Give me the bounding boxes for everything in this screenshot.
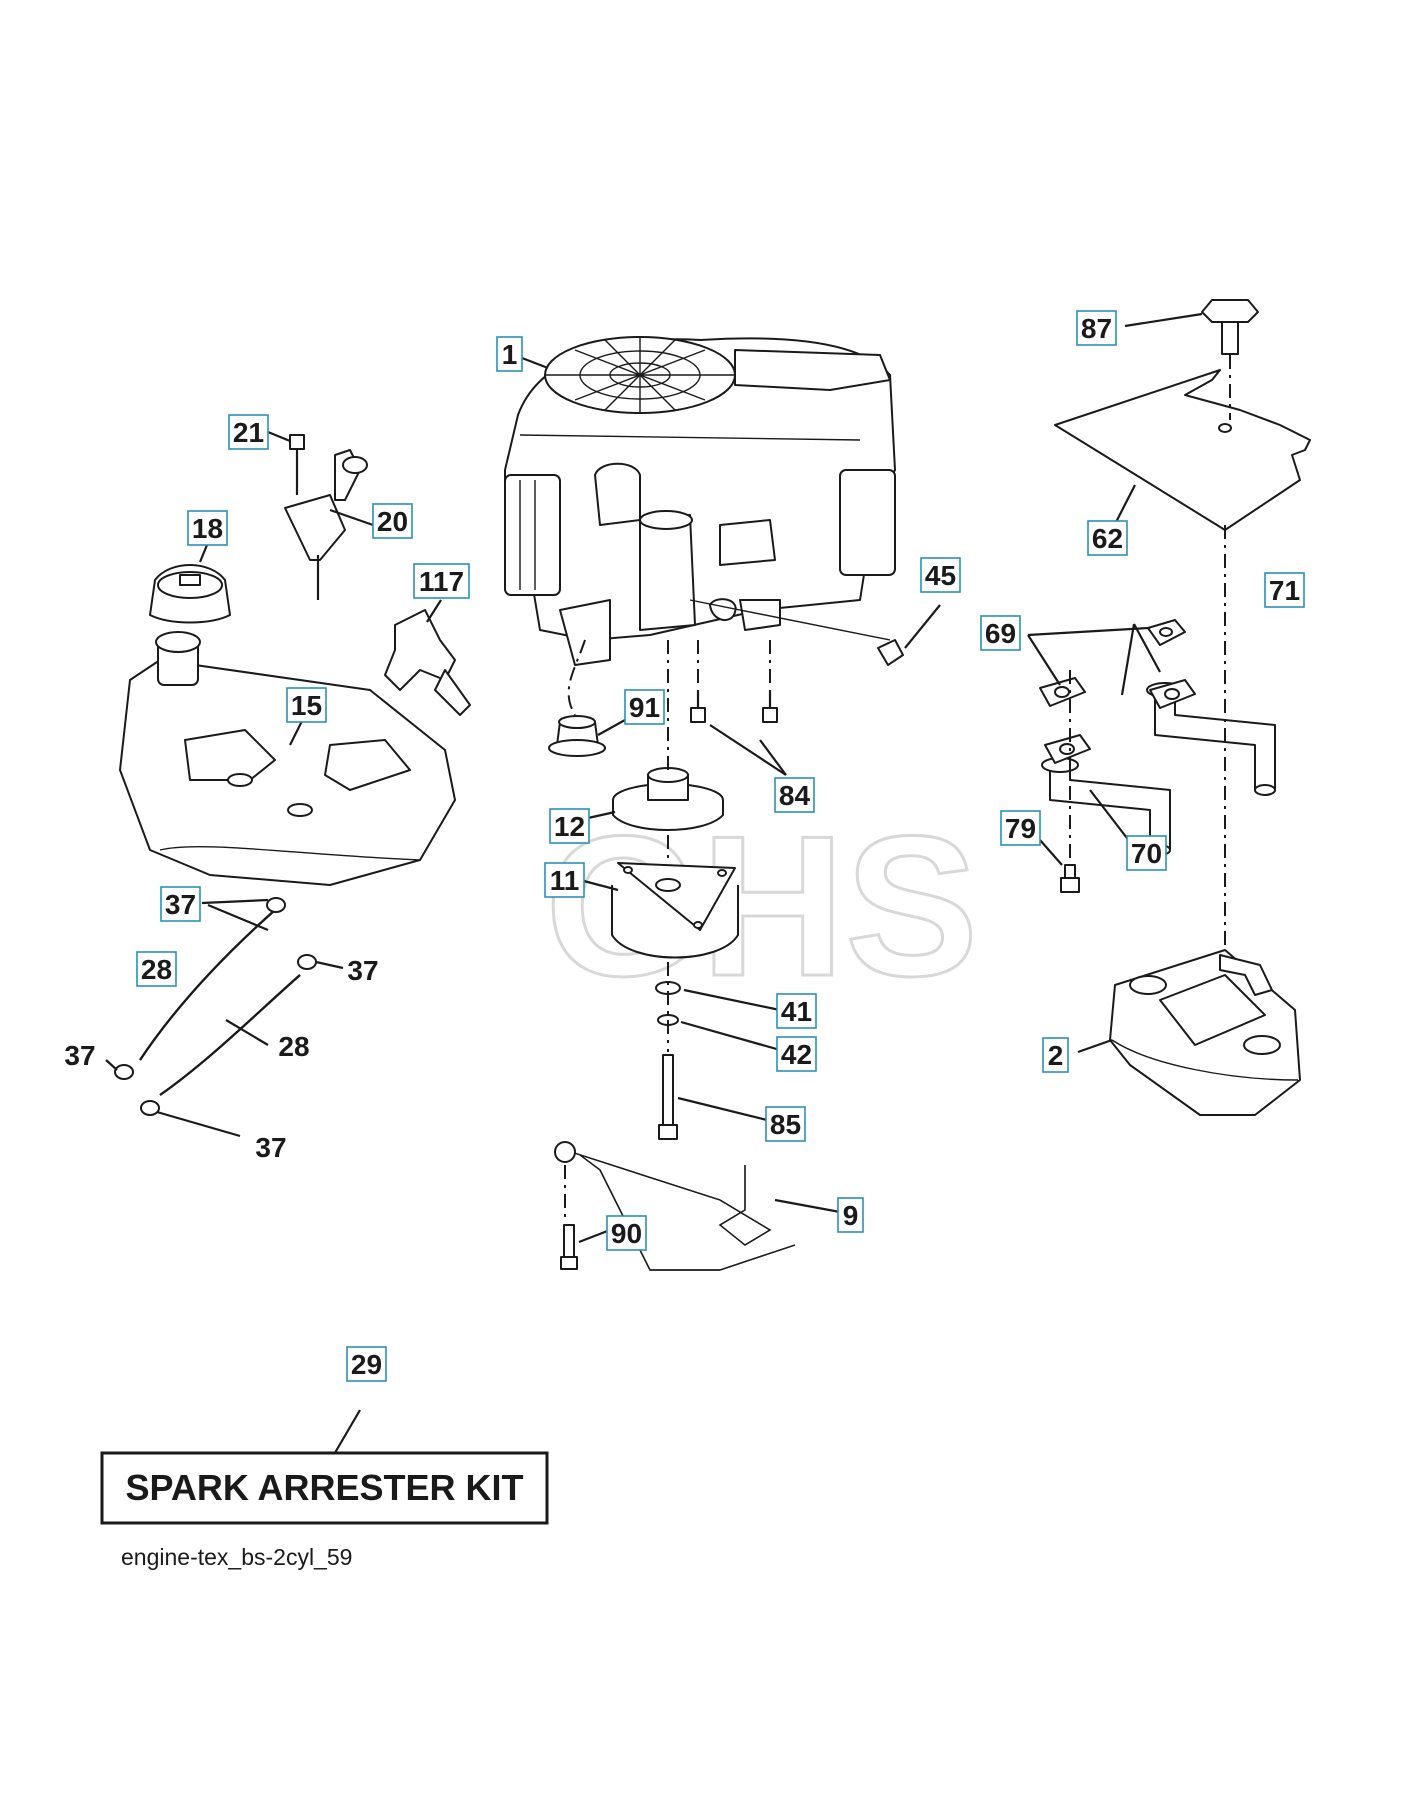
fuel-cap-part: [149, 564, 231, 624]
callout-box-11: [544, 862, 585, 898]
callout-15: 15: [291, 690, 322, 721]
callout-90: 90: [611, 1218, 642, 1249]
callout-84: 84: [779, 780, 811, 811]
callout-box-15: [286, 687, 327, 723]
callout-12: 12: [554, 811, 585, 842]
pto-clutch-part: [611, 862, 739, 959]
callout-37c: 37: [64, 1040, 95, 1071]
callout-box-21: [228, 414, 269, 450]
spark-arrester-kit-panel: SPARK ARRESTER KIT: [100, 1451, 549, 1525]
callout-box-20: [372, 503, 413, 539]
bracket-rod-part: [554, 1141, 796, 1271]
diagram-reference: engine-tex_bs-2cyl_59: [121, 1544, 352, 1570]
callout-91: 91: [629, 692, 660, 723]
callout-2: 2: [1048, 1040, 1064, 1071]
callout-20: 20: [377, 506, 408, 537]
callout-box-71: [1264, 572, 1305, 608]
callout-69: 69: [985, 618, 1016, 649]
fuel-tank-part: [119, 631, 456, 886]
callout-box-117: [413, 563, 470, 599]
screw-part: [1060, 864, 1080, 893]
callout-box-84: [774, 777, 815, 813]
callout-9: 9: [843, 1200, 859, 1231]
callout-box-79: [1000, 810, 1041, 846]
callout-79: 79: [1005, 813, 1036, 844]
callout-box-37a: [160, 886, 201, 922]
callout-18: 18: [192, 513, 223, 544]
callout-28a: 28: [141, 954, 172, 985]
callout-box-69: [980, 615, 1021, 651]
callout-box-18: [187, 510, 228, 546]
callout-box-45: [920, 557, 961, 593]
callout-37d: 37: [255, 1132, 286, 1163]
knob-part: [1201, 299, 1259, 355]
callout-70: 70: [1131, 838, 1162, 869]
callout-box-29: [346, 1346, 387, 1382]
nut-part: [877, 639, 904, 666]
callout-117: 117: [419, 566, 464, 597]
muffler-part: [1109, 949, 1301, 1116]
kit-box: [100, 1451, 549, 1525]
callout-box-62: [1087, 520, 1128, 556]
rod-bolt-part: [560, 1224, 578, 1270]
callout-box-28a: [136, 951, 177, 987]
callout-box-70: [1126, 835, 1167, 871]
fuel-valve-part: [384, 609, 471, 716]
callout-labels: 1 21 20 18 117 15 45 91 84 12 11 41 42 8…: [64, 310, 1305, 1382]
hose-clamp-part: [114, 897, 317, 1116]
callout-45: 45: [925, 560, 956, 591]
callout-41: 41: [781, 996, 812, 1027]
fuel-shutoff-bracket-part: [284, 434, 368, 600]
callout-28b: 28: [278, 1031, 309, 1062]
callout-box-1: [496, 336, 523, 372]
bushing-part: [548, 715, 606, 757]
callout-37b: 37: [347, 955, 378, 986]
callout-87: 87: [1081, 313, 1112, 344]
callout-42: 42: [781, 1039, 812, 1070]
callout-box-2: [1042, 1037, 1069, 1073]
heat-shield-part: [1054, 369, 1311, 531]
gasket-part: [1039, 619, 1196, 764]
callout-37a: 37: [165, 889, 196, 920]
engine-part: [504, 336, 896, 666]
bolt-part: [690, 690, 778, 723]
callout-box-91: [624, 689, 665, 725]
pulley-part: [612, 767, 724, 831]
callout-box-9: [837, 1197, 864, 1233]
callout-85: 85: [770, 1109, 801, 1140]
watermark-text: GHS: [545, 795, 978, 1018]
callout-box-85: [765, 1106, 806, 1142]
callout-box-87: [1076, 310, 1117, 346]
callout-1: 1: [502, 339, 518, 370]
watermark-logo: GHS: [544, 794, 980, 1020]
callout-box-41: [776, 993, 817, 1029]
callout-11: 11: [550, 865, 580, 896]
callout-29: 29: [351, 1349, 382, 1380]
callout-71: 71: [1269, 575, 1300, 606]
callout-box-90: [606, 1215, 647, 1251]
pto-bolt-part: [658, 1054, 678, 1140]
callout-box-42: [776, 1036, 817, 1072]
callout-62: 62: [1092, 523, 1123, 554]
fuel-hose-part: [139, 909, 301, 1096]
callout-box-12: [549, 808, 590, 844]
alignment-lines: [564, 355, 1231, 1222]
callout-21: 21: [233, 417, 264, 448]
kit-label: SPARK ARRESTER KIT: [125, 1467, 523, 1508]
